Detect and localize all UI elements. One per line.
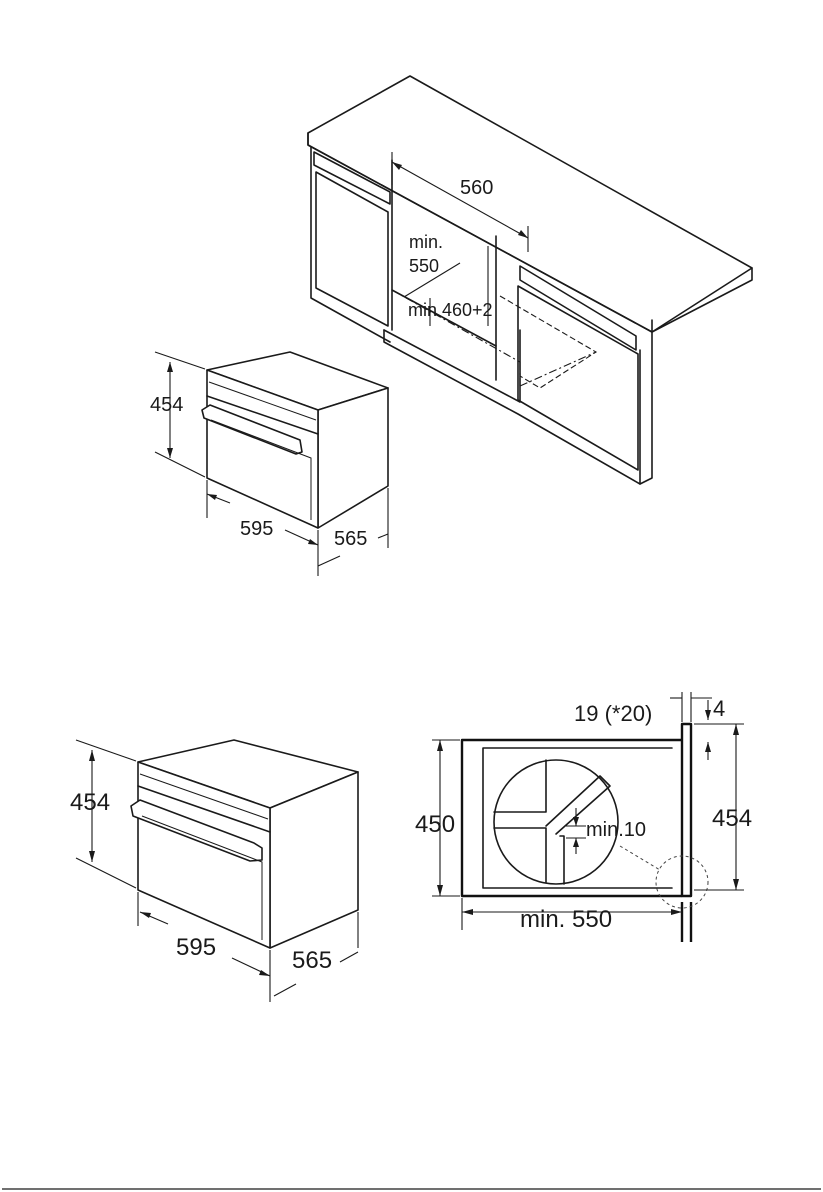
oven-top-side bbox=[318, 388, 388, 528]
cabinet-width-label: 560 bbox=[460, 177, 493, 199]
section-detail-label: min.10 bbox=[586, 819, 646, 841]
section-depth-label: min. 550 bbox=[520, 906, 612, 933]
section-panel-label: 19 (*20) bbox=[574, 701, 652, 726]
section-inner-height-label: 450 bbox=[415, 811, 455, 838]
section-drawing bbox=[432, 692, 744, 942]
cabinet-depth-label-line1: min. bbox=[409, 232, 443, 252]
cabinet-depth-label-line2: 550 bbox=[409, 256, 439, 276]
oven-bottom-depth-label: 565 bbox=[292, 947, 332, 974]
section-gap-label: 4 bbox=[713, 696, 725, 721]
oven-bottom-width-label: 595 bbox=[176, 934, 216, 961]
oven-bottom-height-label: 454 bbox=[70, 789, 110, 816]
oven-top-height-label: 454 bbox=[150, 394, 183, 416]
section-outer-height-label: 454 bbox=[712, 805, 752, 832]
cabinet-height-label: min 460+2 bbox=[408, 300, 493, 320]
oven-top-width-label: 595 bbox=[240, 518, 273, 540]
oven-top-depth-label: 565 bbox=[334, 528, 367, 550]
front-panel bbox=[682, 724, 691, 896]
